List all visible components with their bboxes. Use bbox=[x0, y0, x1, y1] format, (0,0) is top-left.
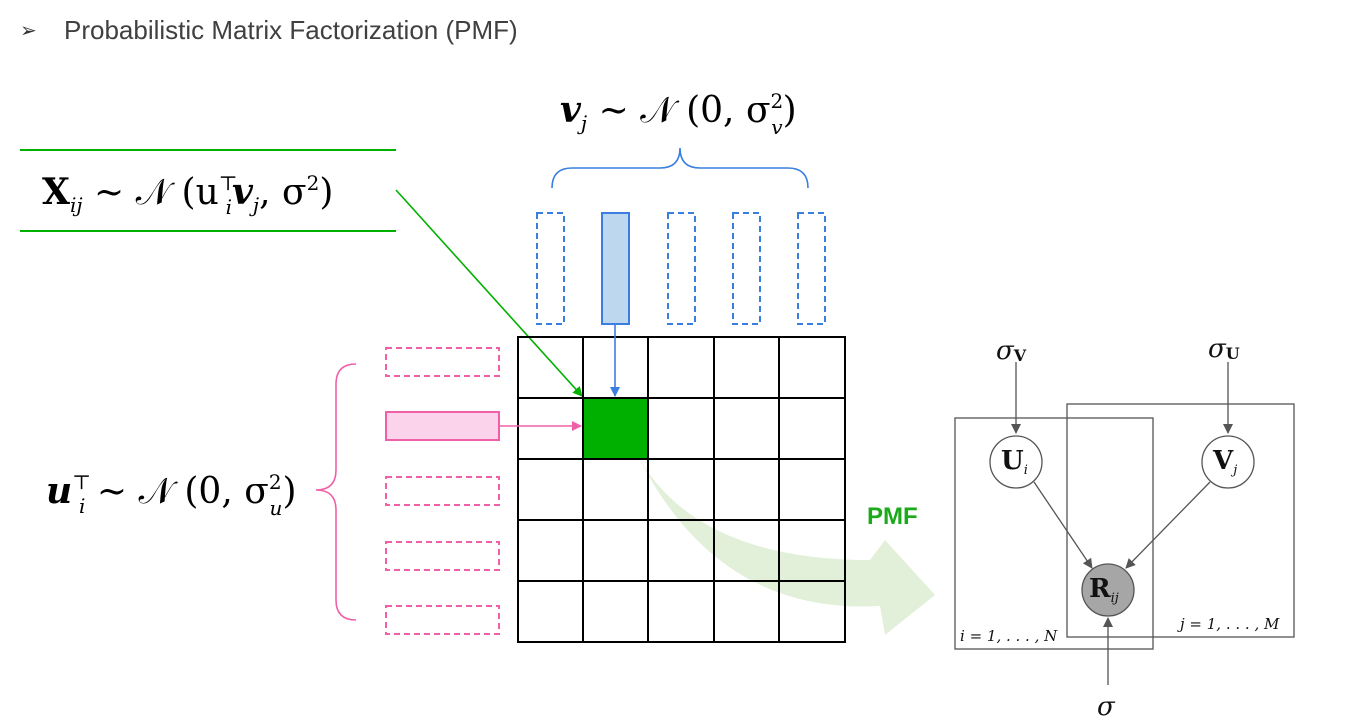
x-to-cell-arrow bbox=[395, 189, 583, 397]
x-likelihood-equation: Xij ~ 𝒩 (u⊤ivj, σ2) bbox=[42, 171, 333, 219]
pmf-transition-arrow bbox=[640, 460, 935, 635]
v-vector bbox=[536, 212, 565, 325]
u-vector bbox=[385, 541, 500, 571]
plate-i bbox=[954, 417, 1154, 650]
plate-i-label: i = 1, . . . , N bbox=[960, 627, 1058, 645]
node-v-label: Vj bbox=[1212, 446, 1237, 478]
v-vector bbox=[732, 212, 761, 325]
v-vectors bbox=[536, 212, 826, 325]
node-u bbox=[989, 435, 1043, 489]
matrix-cell-selected bbox=[583, 398, 648, 459]
slide-title: Probabilistic Matrix Factorization (PMF) bbox=[64, 14, 518, 45]
sigma-v-label: σV bbox=[996, 336, 1027, 366]
plate-j bbox=[1066, 403, 1295, 638]
u-vector bbox=[385, 476, 500, 506]
bullet-arrow-icon: ➢ bbox=[20, 18, 37, 42]
sigma-label: σ bbox=[1097, 692, 1116, 722]
v-brace bbox=[551, 147, 809, 189]
edge-u-r bbox=[1033, 481, 1093, 569]
node-r-label: Rij bbox=[1089, 574, 1119, 606]
u-vectors bbox=[385, 347, 500, 635]
node-r bbox=[1081, 563, 1135, 617]
graphical-model: σV σU Ui Vj Rij σ i = 1, . . . bbox=[954, 334, 1295, 722]
v-vector bbox=[797, 212, 826, 325]
u-vector bbox=[385, 605, 500, 635]
slide-title-row: ➢ Probabilistic Matrix Factorization (PM… bbox=[20, 12, 518, 48]
v-vector-selected bbox=[601, 212, 630, 325]
u-brace bbox=[315, 363, 357, 621]
node-v bbox=[1201, 435, 1255, 489]
node-u-label: Ui bbox=[1001, 446, 1028, 478]
u-vector-selected bbox=[385, 411, 500, 441]
matrix-border bbox=[517, 336, 846, 643]
rating-matrix bbox=[517, 336, 846, 643]
edge-v-r bbox=[1125, 481, 1211, 569]
pmf-label: PMF bbox=[867, 503, 918, 530]
sigma-u-label: σU bbox=[1208, 334, 1240, 364]
v-vector bbox=[667, 212, 696, 325]
u-vector bbox=[385, 347, 500, 377]
plate-j-label: j = 1, . . . , M bbox=[1177, 615, 1280, 633]
